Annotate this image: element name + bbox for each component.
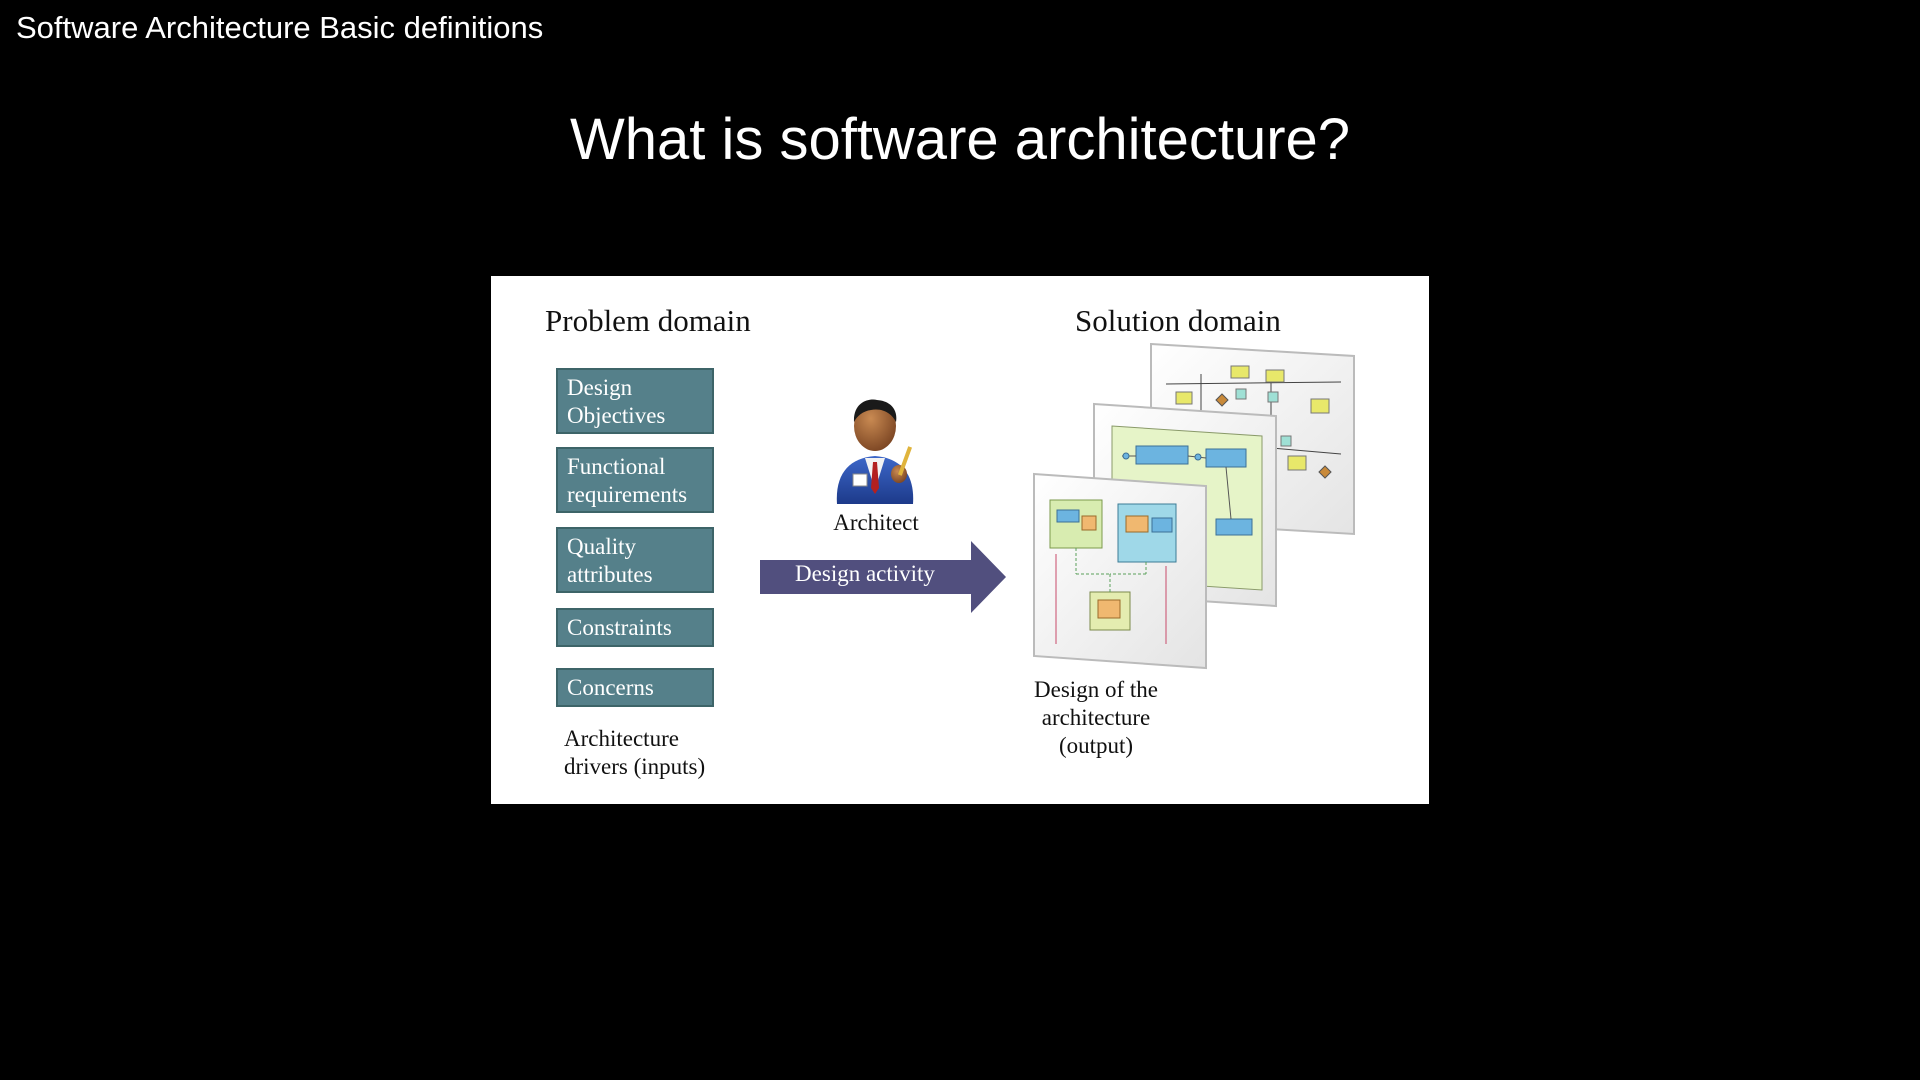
header-title: Software Architecture Basic definitions	[16, 10, 544, 45]
driver-label-line1: Concerns	[567, 675, 654, 700]
architect-label: Architect	[833, 510, 919, 535]
output-caption-line1: Design of the	[1034, 677, 1158, 702]
driver-label-line1: Quality	[567, 534, 636, 559]
design-activity-label: Design activity	[795, 561, 935, 586]
architecture-diagram: Problem domain Solution domain Design Ob…	[491, 276, 1429, 804]
drivers-caption: Architecture drivers (inputs)	[564, 725, 705, 781]
design-activity-arrow	[760, 541, 1006, 613]
architecture-design-sheets-icon	[1033, 342, 1355, 670]
driver-label-line2: Objectives	[567, 403, 666, 428]
driver-label-line1: Constraints	[567, 615, 672, 640]
driver-label-line2: requirements	[567, 482, 688, 507]
slide-title: What is software architecture?	[569, 107, 1351, 172]
driver-box-concerns: Concerns	[556, 668, 714, 707]
solution-domain-heading: Solution domain	[1075, 303, 1281, 338]
driver-label-line2: attributes	[567, 562, 653, 587]
drivers-caption-line1: Architecture	[564, 726, 679, 751]
driver-label-line1: Functional	[567, 454, 666, 479]
driver-box-functional-requirements: Functional requirements	[556, 447, 714, 513]
problem-domain-heading: Problem domain	[545, 303, 751, 338]
driver-box-constraints: Constraints	[556, 608, 714, 647]
output-caption-line2: architecture	[1041, 705, 1151, 730]
output-caption-line3: (output)	[1058, 733, 1134, 758]
driver-box-design-objectives: Design Objectives	[556, 368, 714, 434]
output-caption: Design of the architecture (output)	[996, 676, 1196, 760]
driver-box-quality-attributes: Quality attributes	[556, 527, 714, 593]
architect-person-icon	[836, 399, 914, 504]
driver-label-line1: Design	[567, 375, 633, 400]
drivers-caption-line2: drivers (inputs)	[564, 754, 706, 779]
